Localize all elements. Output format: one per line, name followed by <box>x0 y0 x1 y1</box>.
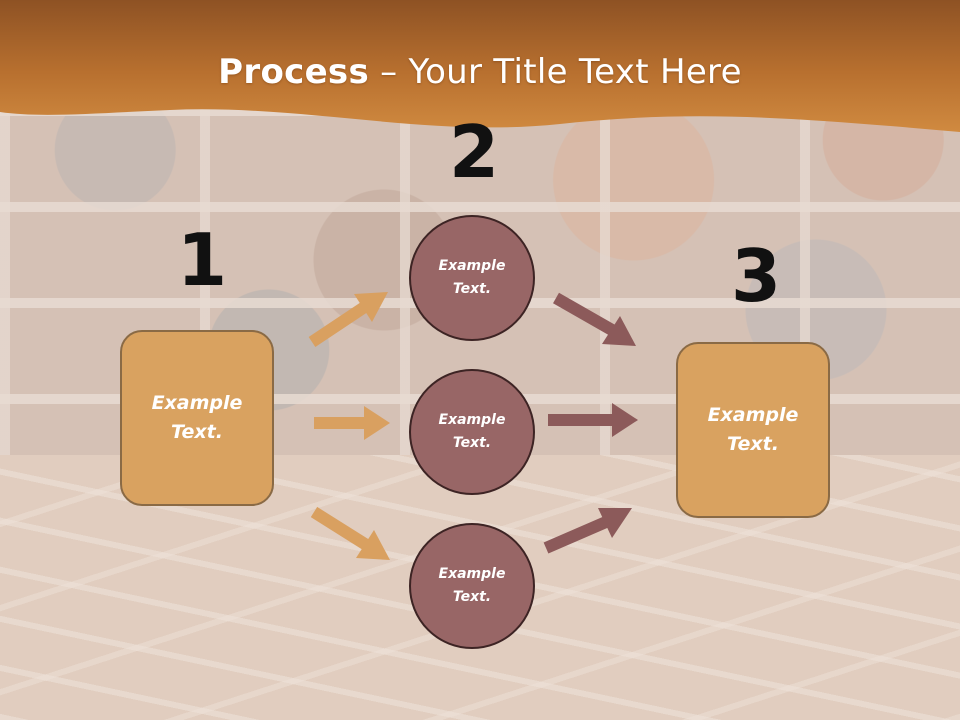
step-2-circle-middle[interactable]: Example Text. <box>409 369 535 495</box>
arrow-right-right <box>548 403 638 437</box>
circle-top-text: Example Text. <box>438 258 506 297</box>
step-3-box[interactable]: Example Text. <box>676 342 830 518</box>
arrow-left-right <box>314 406 390 440</box>
step-2-circle-bottom[interactable]: Example Text. <box>409 523 535 649</box>
step-1-box[interactable]: Example Text. <box>120 330 274 506</box>
arrow-left-down <box>310 506 390 560</box>
step-number-1: 1 <box>177 218 228 302</box>
circle-bottom-text: Example Text. <box>438 566 506 605</box>
title-bold: Process <box>218 52 370 92</box>
arrow-left-up <box>308 292 388 347</box>
arrow-right-down <box>553 292 636 346</box>
step-3-text: Example Text. <box>707 404 799 455</box>
step-number-2: 2 <box>449 110 500 194</box>
circle-middle-text: Example Text. <box>438 412 506 451</box>
title-band <box>0 0 960 132</box>
step-1-text: Example Text. <box>151 392 243 443</box>
step-2-circle-top[interactable]: Example Text. <box>409 215 535 341</box>
step-number-3: 3 <box>731 234 782 318</box>
page-title: Process – Your Title Text Here <box>0 52 960 92</box>
arrow-right-up <box>543 508 632 554</box>
title-rest: – Your Title Text Here <box>369 52 742 92</box>
